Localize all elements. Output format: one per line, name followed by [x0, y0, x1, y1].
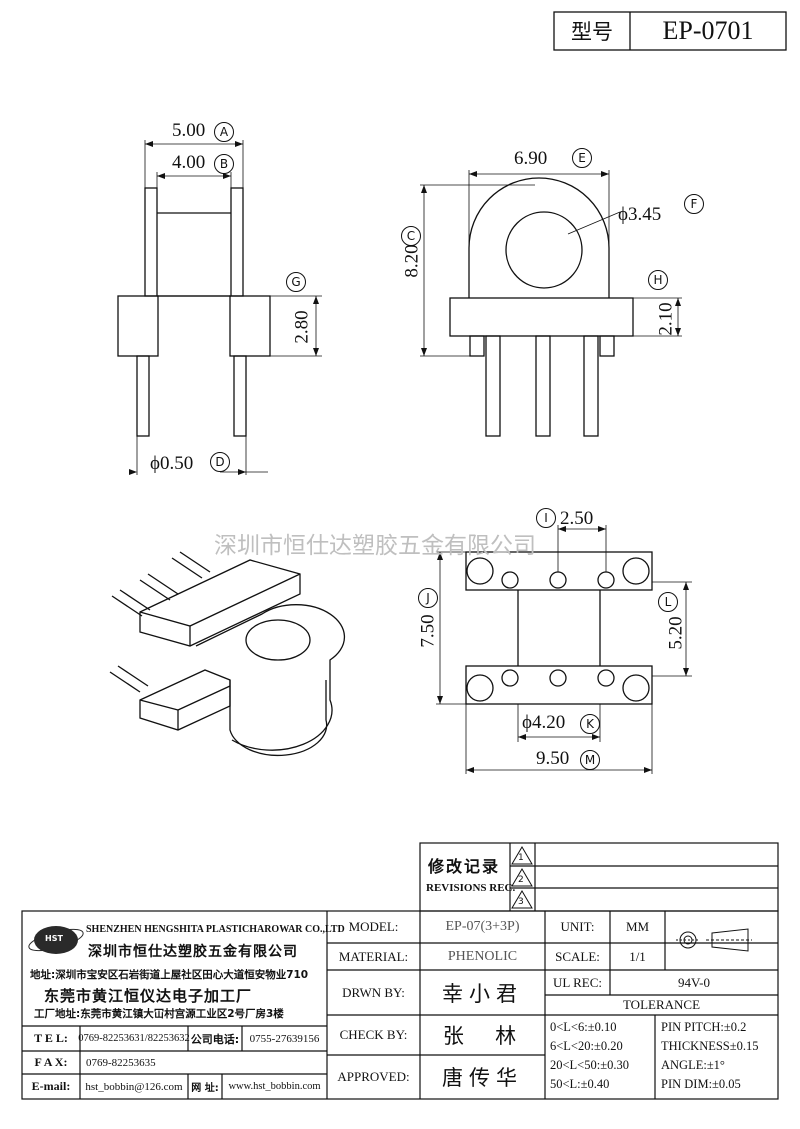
factory-name: 东莞市黄江恒仪达电子加工厂 [44, 987, 253, 1005]
approved-value: 唐传华 [442, 1066, 523, 1090]
dim-h-value: 2.10 [655, 302, 677, 336]
dim-d-value: ϕ0.50 [150, 453, 194, 474]
marker-i: I [536, 508, 556, 528]
ul-rec-label: UL REC: [553, 974, 602, 990]
marker-b: B [214, 154, 234, 174]
tolerance-range-2: 6<L<20:±0.20 [550, 1039, 623, 1053]
website-label: 网 址: [191, 1083, 219, 1094]
tolerance-title: TOLERANCE [622, 997, 701, 1012]
dim-e-value: 6.90 [514, 148, 548, 169]
check-by-value: 张 林 [442, 1024, 523, 1048]
bottom-dims [436, 525, 692, 774]
approved-label: APPROVED: [337, 1069, 410, 1084]
tolerance-range-1: 0<L<6:±0.10 [550, 1020, 617, 1034]
revision-2-number: 2 [518, 875, 524, 885]
side-dims [420, 170, 682, 357]
scale-label: SCALE: [555, 948, 600, 964]
marker-g: G [286, 272, 306, 292]
tolerance-ranges: 0<L<6:±0.10 6<L<20:±0.20 20<L<50:±0.30 5… [550, 1018, 629, 1094]
side-view [449, 177, 634, 437]
marker-a: A [214, 122, 234, 142]
marker-k: K [580, 714, 600, 734]
tolerance-pin-dim: PIN DIM:±0.05 [661, 1077, 741, 1091]
revision-triangles [511, 846, 533, 909]
tolerance-range-3: 20<L<50:±0.30 [550, 1058, 629, 1072]
model-number: EP-0701 [662, 16, 754, 45]
model-label: 型号 [571, 20, 613, 44]
model-header-box [553, 11, 787, 51]
revision-1-number: 1 [518, 853, 524, 863]
unit-value: MM [625, 919, 650, 934]
scale-value: 1/1 [629, 948, 646, 964]
marker-l: L [658, 592, 678, 612]
logo-text: HST [45, 934, 63, 943]
company-name-en: SHENZHEN HENGSHITA PLASTICHAROWAR CO.,LT… [86, 924, 345, 935]
check-by-label: CHECK BY: [339, 1027, 408, 1042]
marker-m: M [580, 750, 600, 770]
factory-address: 工厂地址:东莞市黄江镇大冚村宫源工业区2号厂房3楼 [34, 1008, 284, 1020]
marker-e: E [572, 148, 592, 168]
marker-d: D [210, 452, 230, 472]
marker-h: H [648, 270, 668, 290]
drawn-by-label: DRWN BY: [342, 984, 405, 1000]
watermark: 深圳市恒仕达塑胶五金有限公司 [214, 533, 536, 559]
bottom-view [465, 551, 653, 705]
tolerance-specials: PIN PITCH:±0.2 THICKNESS±0.15 ANGLE:±1° … [661, 1018, 759, 1094]
tolerance-angle: ANGLE:±1° [661, 1058, 725, 1072]
dim-c-value: 8.20 [401, 244, 423, 278]
marker-f: F [684, 194, 704, 214]
email-label: E-mail: [31, 1079, 71, 1093]
marker-c: C [401, 226, 421, 246]
marker-j: J [418, 588, 438, 608]
company-name-cn: 深圳市恒仕达塑胶五金有限公司 [88, 944, 298, 960]
dim-b-value: 4.00 [172, 152, 206, 173]
company-address: 地址:深圳市宝安区石岩街道上屋社区田心大道恒安物业710 [30, 969, 309, 981]
tolerance-range-4: 50<L:±0.40 [550, 1077, 610, 1091]
hst-logo-icon [28, 926, 84, 954]
fax-label: F A X: [34, 1055, 68, 1069]
front-dims [136, 140, 322, 475]
material-label: MATERIAL: [338, 948, 409, 964]
model-field-value: EP-07(3+3P) [445, 919, 520, 934]
dim-a-value: 5.00 [172, 120, 206, 141]
revisions-title-cn: 修改记录 [428, 857, 501, 876]
tolerance-thickness: THICKNESS±0.15 [661, 1039, 759, 1053]
dim-g-value: 2.80 [291, 310, 313, 344]
unit-label: UNIT: [560, 919, 595, 934]
drawn-by-value: 幸小君 [442, 981, 523, 1006]
dim-k-value: ϕ4.20 [522, 712, 566, 733]
title-block-grid [21, 842, 779, 1100]
dim-l-value: 5.20 [665, 616, 687, 650]
dim-f-value: ϕ3.45 [618, 204, 662, 225]
office-phone-value: 0755-27639156 [249, 1032, 320, 1045]
dim-m-value: 9.50 [536, 748, 570, 769]
material-value: PHENOLIC [447, 948, 518, 964]
dim-i-value: 2.50 [560, 508, 594, 529]
isometric-view [109, 551, 346, 757]
tel-label: T E L: [34, 1031, 68, 1045]
revision-3-number: 3 [518, 897, 524, 907]
website-value: www.hst_bobbin.com [228, 1081, 321, 1092]
revisions-title-en: REVISIONS REC. [426, 882, 516, 894]
front-view [117, 187, 271, 437]
office-phone-label: 公司电话: [190, 1032, 240, 1046]
projection-symbol-icon [676, 928, 752, 952]
model-field-label: MODEL: [348, 919, 399, 934]
tel-value: 0769-82253631/82253632 [78, 1033, 190, 1044]
ul-rec-value: 94V-0 [677, 974, 711, 990]
email-value: hst_bobbin@126.com [85, 1080, 183, 1093]
tolerance-pin-pitch: PIN PITCH:±0.2 [661, 1020, 747, 1034]
fax-value: 0769-82253635 [86, 1056, 156, 1069]
dim-j-value: 7.50 [417, 614, 439, 648]
